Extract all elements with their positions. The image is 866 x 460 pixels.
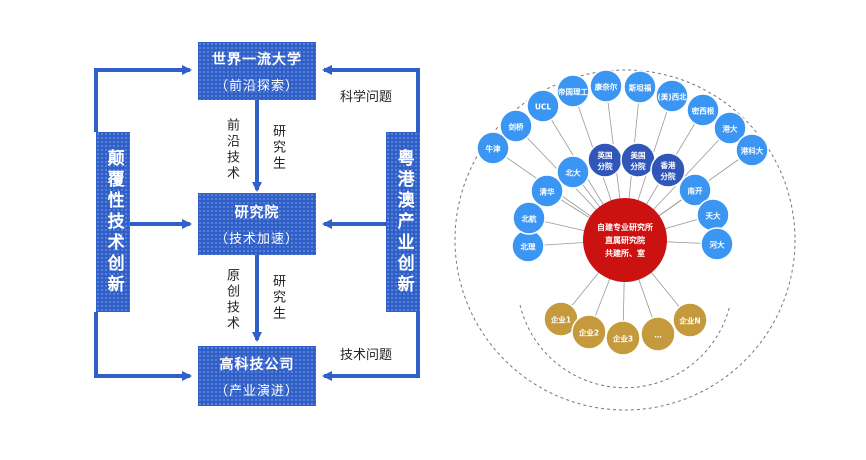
left-bar: 颠覆性技术创新 (96, 132, 130, 312)
outer-university-node-label: (美)西北 (657, 92, 687, 102)
inner-university-node-label: 北航 (522, 214, 537, 224)
label-frontier-tech: 前沿技术 (224, 118, 239, 182)
enterprise-node-label: 企业N (678, 316, 700, 326)
outer-university-node-label: 帝国理工 (558, 87, 588, 97)
outer-university-node (589, 69, 623, 103)
outer-university-node-label: 牛津 (486, 144, 501, 154)
center-node-label: 共建所、室 (605, 248, 645, 258)
outer-university-node-label: 康奈尔 (595, 82, 618, 92)
right-bar: 粤港澳产业创新 (386, 132, 420, 312)
center-node-label: 直属研究院 (605, 235, 645, 245)
branch-institute-node-label: 英国 (598, 150, 613, 160)
outer-university-node (499, 109, 533, 143)
mid-box-subtitle: （技术加速） (214, 231, 299, 247)
branch-institute-node-label: 香港 (660, 160, 676, 170)
outer-university-node-label: 剑桥 (508, 122, 524, 132)
bottom-box-subtitle: （产业演进） (214, 383, 299, 399)
label-graduate-a: 研究生 (270, 124, 285, 172)
inner-university-node-label: 南开 (688, 186, 703, 196)
bottom-box-title: 高科技公司 (219, 356, 295, 373)
arrow-left-loop-bottom (94, 312, 192, 381)
bottom-box: 高科技公司 （产业演进） (198, 346, 316, 406)
outer-university-node-label: 斯坦福 (629, 83, 652, 93)
inner-university-node-label: 天大 (706, 211, 721, 221)
inner-university-node-label: 河大 (710, 240, 725, 250)
left-bar-text: 颠覆性技术创新 (103, 148, 124, 296)
inner-university-node-label: 北大 (566, 168, 581, 178)
outer-dashed-circle (454, 69, 796, 411)
arrow-right-loop-bottom (322, 312, 420, 381)
enterprise-node (640, 316, 676, 352)
inner-university-node (556, 155, 590, 189)
center-node (583, 198, 667, 282)
outer-university-node (686, 93, 720, 127)
label-original-tech: 原创技术 (224, 268, 239, 332)
inner-dashed-arc (519, 304, 731, 389)
label-science-question: 科学问题 (340, 90, 393, 105)
inner-university-node-label: 北理 (521, 242, 536, 252)
arrow-right-loop-top (322, 65, 420, 132)
inner-university-node (700, 227, 734, 261)
outer-university-node-label: UCL (535, 103, 552, 112)
outer-university-node (526, 89, 560, 123)
inner-university-node-label: 清华 (540, 187, 555, 197)
outer-university-node (655, 79, 689, 113)
outer-university-node (476, 131, 510, 165)
mid-box-title: 研究院 (234, 204, 280, 221)
outer-university-node (556, 74, 590, 108)
enterprise-node-label: … (654, 331, 662, 340)
outer-university-node (623, 70, 657, 104)
top-box-title: 世界一流大学 (212, 51, 302, 68)
outer-university-node-label: 港大 (723, 124, 738, 134)
branch-institute-node-label: 分院 (598, 161, 613, 171)
arrow-left-loop-top (94, 65, 192, 132)
top-box-subtitle: （前沿探索） (214, 78, 299, 94)
label-tech-question: 技术问题 (340, 348, 393, 363)
outer-university-node (713, 111, 747, 145)
center-node-label: 自建专业研究所 (597, 222, 653, 232)
inner-university-node (530, 174, 564, 208)
enterprise-node-label: 企业3 (612, 334, 633, 344)
outer-university-node-label: 港科大 (741, 146, 764, 156)
mid-box: 研究院 （技术加速） (198, 193, 316, 255)
enterprise-node-label: 企业2 (578, 328, 599, 338)
right-bar-text: 粤港澳产业创新 (393, 148, 414, 296)
enterprise-node-label: 企业1 (550, 315, 571, 325)
enterprise-node (571, 314, 607, 350)
branch-institute-node-label: 美国 (631, 150, 646, 160)
outer-university-node-label: 密西根 (692, 106, 715, 116)
top-box: 世界一流大学 （前沿探索） (198, 42, 316, 100)
outer-university-node (735, 133, 769, 167)
enterprise-node (605, 320, 641, 356)
branch-institute-node (620, 142, 656, 178)
branch-institute-node (650, 152, 686, 188)
branch-institute-node-label: 分院 (661, 171, 676, 181)
inner-university-node (512, 201, 546, 235)
branch-institute-node-label: 分院 (631, 161, 646, 171)
label-graduate-b: 研究生 (270, 274, 285, 322)
enterprise-node (672, 302, 708, 338)
branch-institute-node (587, 142, 623, 178)
inner-university-node (678, 173, 712, 207)
